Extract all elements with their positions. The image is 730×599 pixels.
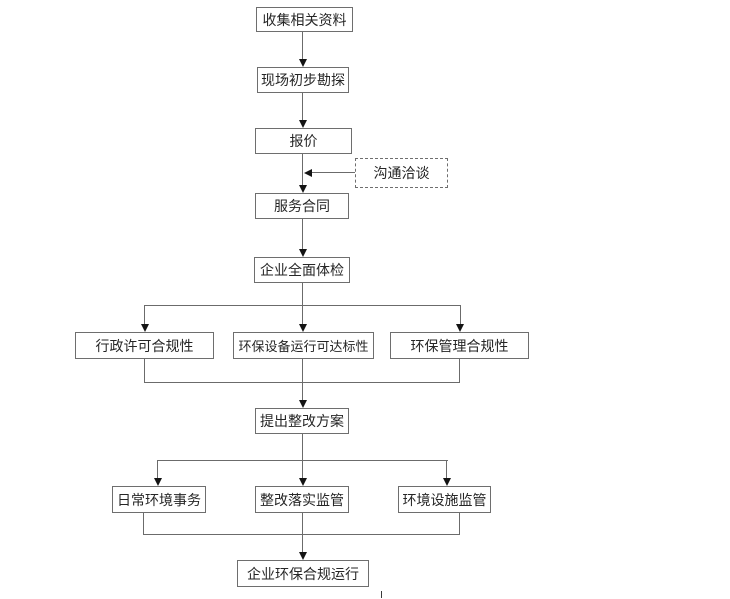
- arrow-down-icon: [299, 59, 307, 67]
- connector-line: [460, 305, 461, 325]
- node-daily-affairs: 日常环境事务: [112, 486, 206, 513]
- node-label: 企业全面体检: [260, 264, 344, 279]
- arrow-down-icon: [299, 400, 307, 408]
- node-label: 提出整改方案: [260, 415, 344, 430]
- node-label: 环保管理合规性: [410, 339, 509, 355]
- node-collect-info: 收集相关资料: [256, 7, 353, 32]
- arrow-down-icon: [299, 478, 307, 486]
- arrow-down-icon: [299, 249, 307, 257]
- connector-line: [143, 513, 144, 535]
- connector-line: [459, 513, 460, 535]
- connector-line: [459, 359, 460, 383]
- node-site-survey: 现场初步勘探: [257, 67, 349, 93]
- node-compliant-operation: 企业环保合规运行: [237, 560, 369, 587]
- connector-line: [302, 434, 303, 479]
- node-equipment-standards: 环保设备运行可达标性: [233, 332, 374, 359]
- node-label: 收集相关资料: [262, 13, 347, 29]
- node-label: 行政许可合规性: [95, 339, 194, 355]
- node-admin-permit-compliance: 行政许可合规性: [75, 332, 214, 359]
- arrow-down-icon: [443, 478, 451, 486]
- connector-line: [143, 534, 460, 535]
- node-mgmt-compliance: 环保管理合规性: [390, 332, 529, 359]
- connector-line: [446, 460, 447, 479]
- arrow-down-icon: [154, 478, 162, 486]
- node-rectification-supervision: 整改落实监管: [255, 486, 349, 513]
- node-label: 现场初步勘探: [261, 74, 345, 89]
- stray-tick-mark: [381, 591, 382, 598]
- arrow-left-icon: [304, 169, 312, 177]
- connector-line: [302, 32, 303, 62]
- node-label: 企业环保合规运行: [247, 567, 359, 583]
- node-full-checkup: 企业全面体检: [254, 257, 350, 283]
- arrow-down-icon: [299, 552, 307, 560]
- node-service-contract: 服务合同: [255, 193, 349, 219]
- node-label: 沟通洽谈: [373, 167, 430, 182]
- node-label: 环境设施监管: [402, 493, 487, 509]
- connector-line: [144, 359, 145, 383]
- connector-line: [302, 93, 303, 123]
- node-quotation: 报价: [255, 128, 352, 154]
- arrow-down-icon: [456, 324, 464, 332]
- arrow-down-icon: [299, 120, 307, 128]
- arrow-down-icon: [299, 185, 307, 193]
- node-label: 报价: [289, 135, 318, 150]
- connector-line: [310, 172, 355, 173]
- connector-line: [157, 460, 448, 461]
- connector-line: [144, 305, 461, 306]
- node-rectification-plan: 提出整改方案: [255, 408, 349, 434]
- connector-line: [144, 305, 145, 325]
- node-label: 服务合同: [274, 200, 330, 215]
- connector-line: [302, 154, 303, 188]
- node-facility-supervision: 环境设施监管: [398, 486, 491, 513]
- node-label: 整改落实监管: [260, 493, 344, 509]
- connector-line: [302, 283, 303, 326]
- node-label: 日常环境事务: [117, 493, 201, 509]
- node-negotiation: 沟通洽谈: [355, 158, 448, 188]
- arrow-down-icon: [299, 324, 307, 332]
- arrow-down-icon: [141, 324, 149, 332]
- connector-line: [144, 382, 460, 383]
- connector-line: [302, 359, 303, 401]
- node-label: 环保设备运行可达标性: [238, 339, 369, 354]
- connector-line: [157, 460, 158, 479]
- connector-line: [302, 219, 303, 252]
- connector-line: [302, 513, 303, 553]
